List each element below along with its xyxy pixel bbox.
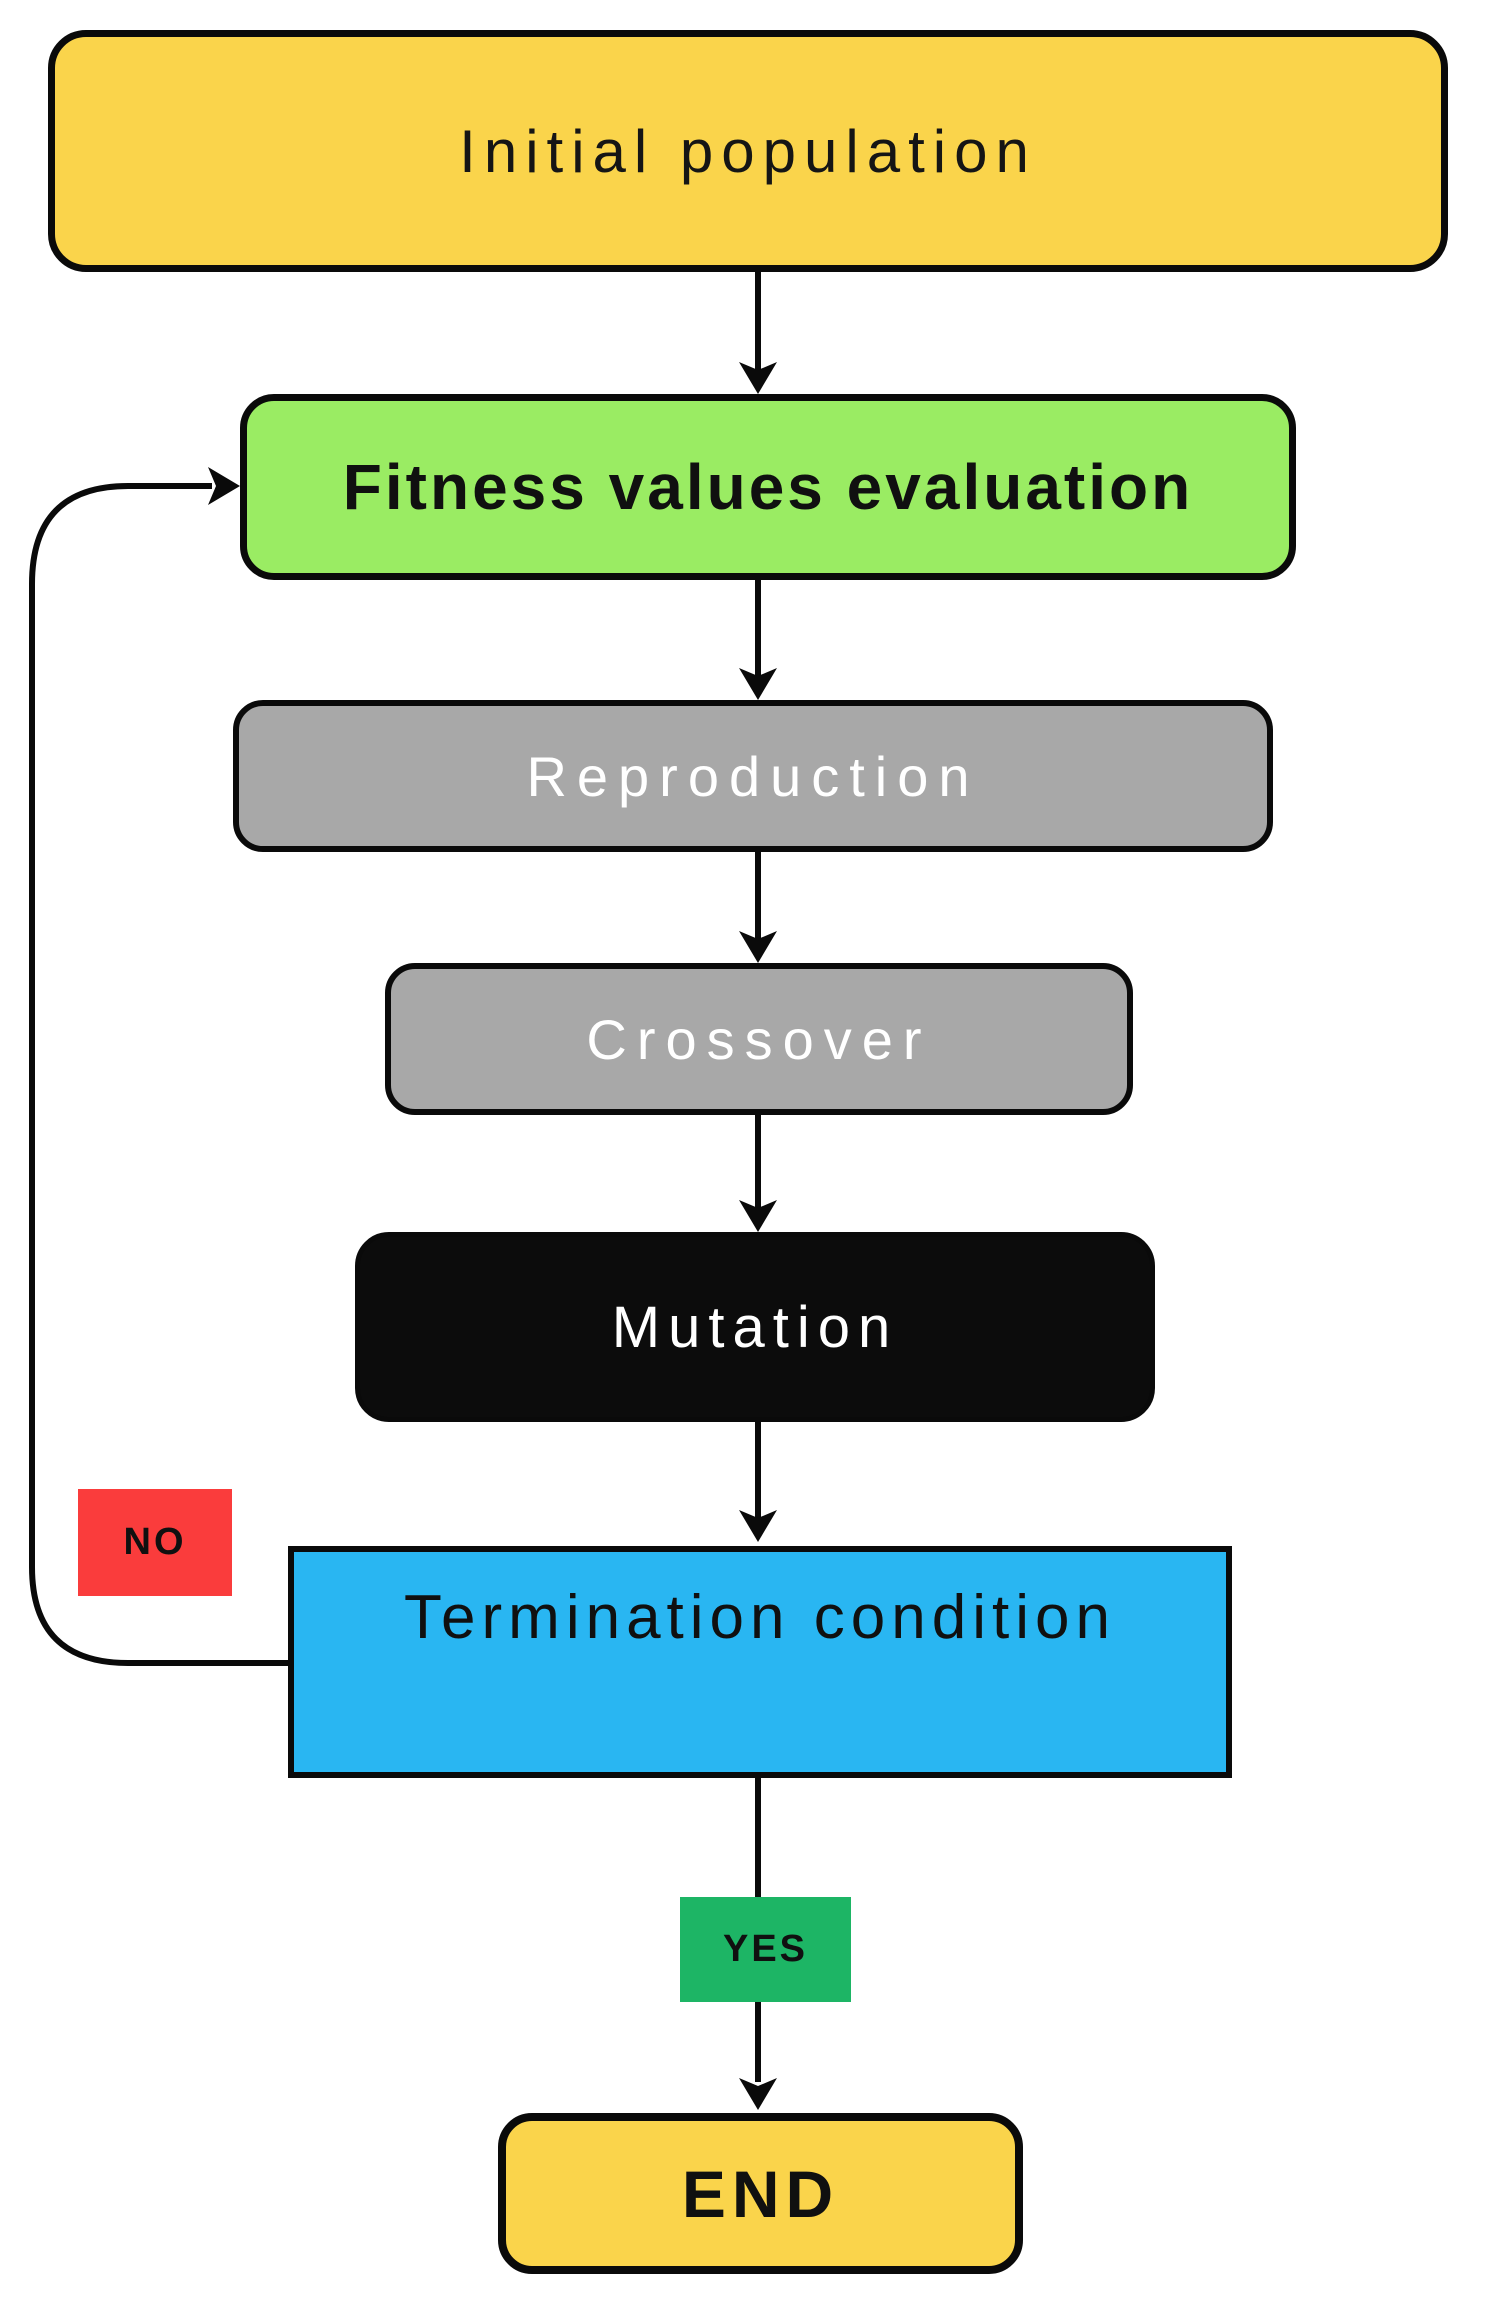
node-fitness-values-evaluation-label: Fitness values evaluation <box>342 451 1194 523</box>
node-fitness-values-evaluation: Fitness values evaluation <box>240 394 1296 580</box>
node-initial-population: Initial population <box>48 30 1448 272</box>
node-reproduction-label: Reproduction <box>526 744 980 808</box>
node-mutation: Mutation <box>355 1232 1155 1422</box>
node-crossover: Crossover <box>385 963 1133 1115</box>
arrowhead-to-reproduction <box>739 668 777 700</box>
node-initial-population-label: Initial population <box>459 117 1037 185</box>
branch-label-yes-text: YES <box>722 1928 809 1970</box>
loop-no-feedback-line <box>29 483 290 1666</box>
arrowhead-to-end <box>739 2078 777 2110</box>
node-mutation-label: Mutation <box>611 1294 899 1360</box>
arrowhead-to-mutation <box>739 1200 777 1232</box>
node-termination-condition: Termination condition <box>288 1546 1232 1778</box>
arrowhead-to-crossover <box>739 931 777 963</box>
node-crossover-label: Crossover <box>586 1007 932 1071</box>
arrow-heads <box>208 362 777 2110</box>
arrowhead-to-termination <box>739 1510 777 1542</box>
node-termination-condition-label: Termination condition <box>404 1582 1116 1652</box>
branch-label-no: NO <box>78 1489 232 1596</box>
branch-label-yes: YES <box>680 1897 851 2002</box>
branch-label-no-text: NO <box>123 1521 187 1563</box>
arrowhead-to-fitness <box>739 362 777 394</box>
node-end-label: END <box>681 2156 840 2231</box>
node-end: END <box>498 2113 1023 2274</box>
node-reproduction: Reproduction <box>233 700 1273 852</box>
arrowhead-loop-to-fitness <box>208 467 240 505</box>
